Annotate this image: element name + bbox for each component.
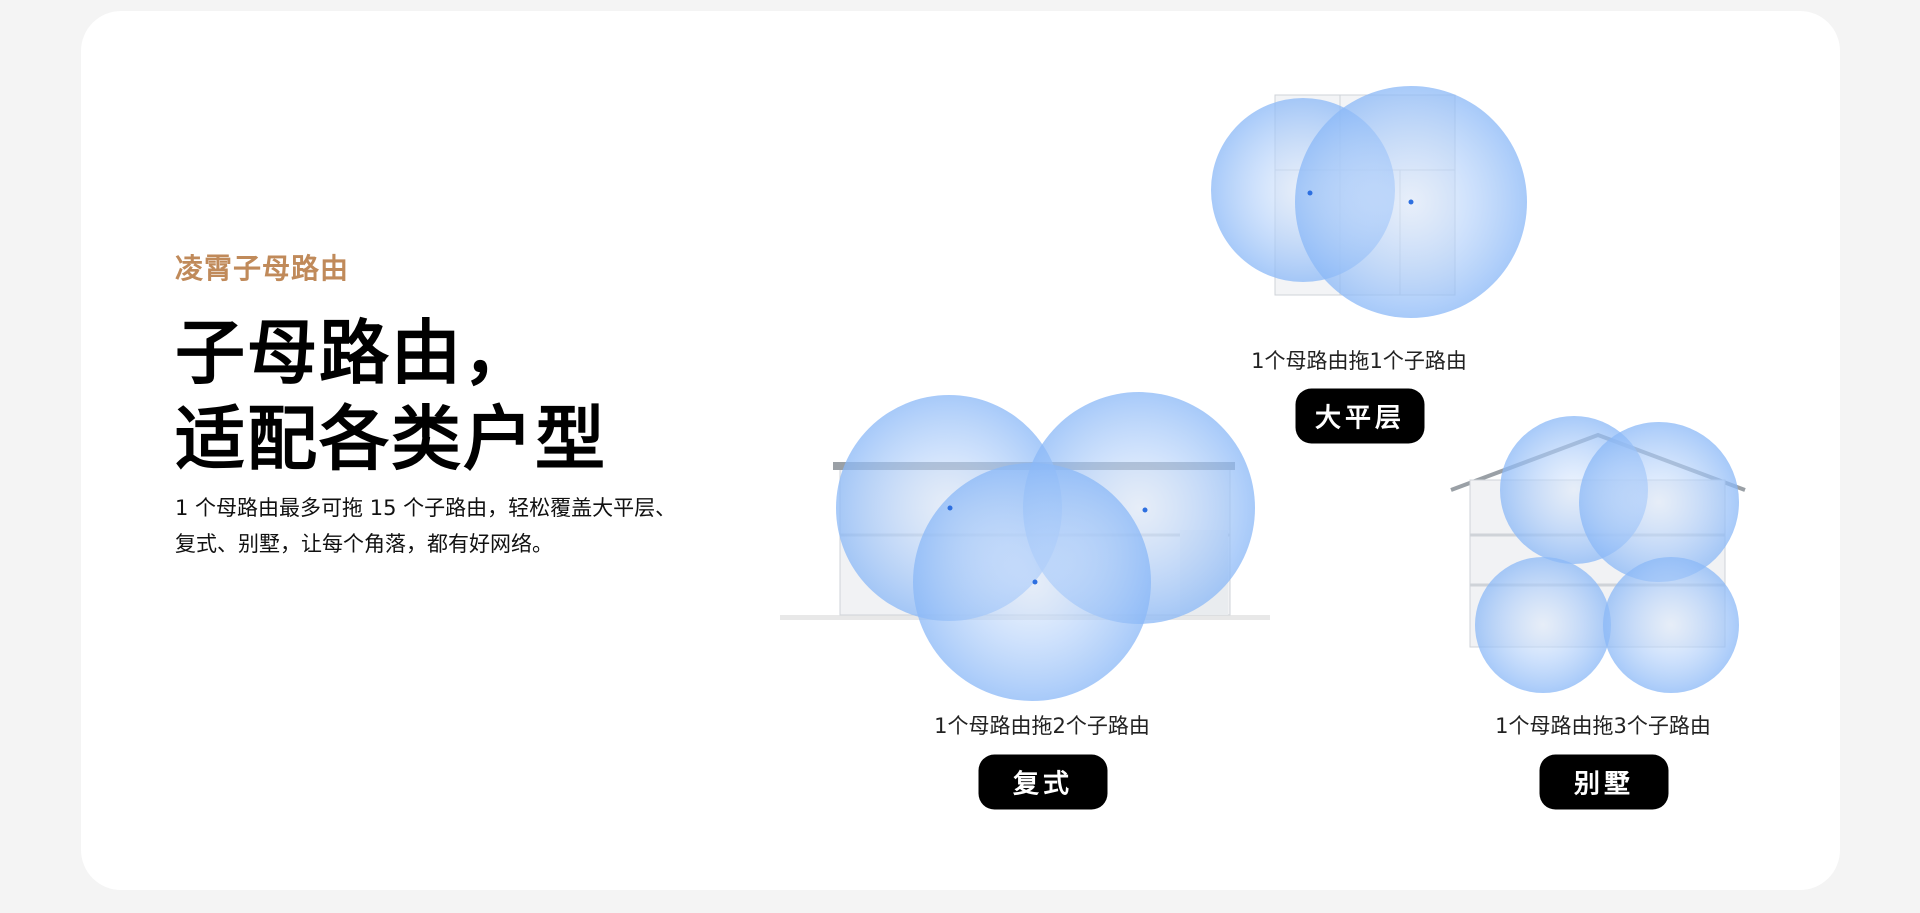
villa-house-illustration — [1450, 416, 1746, 693]
page-title: 子母路由， 适配各类户型 — [175, 310, 607, 482]
villa-caption: 1个母路由拖3个子路由 — [1495, 714, 1711, 738]
title-line-1: 子母路由， — [175, 312, 535, 394]
coverage-circle — [1603, 557, 1739, 693]
duplex-caption: 1个母路由拖2个子路由 — [934, 714, 1150, 738]
coverage-circle — [913, 463, 1151, 701]
coverage-circle — [1475, 557, 1611, 693]
flat-label-pill: 大平层 — [1295, 388, 1425, 444]
title-line-2: 适配各类户型 — [175, 398, 607, 480]
duplex-label-pill: 复式 — [978, 754, 1108, 810]
eyebrow-label: 凌霄子母路由 — [175, 252, 350, 285]
villa-label-pill: 别墅 — [1539, 754, 1669, 810]
duplex-house-illustration — [780, 392, 1270, 701]
flat-caption: 1个母路由拖1个子路由 — [1251, 349, 1467, 373]
coverage-circle — [1579, 422, 1739, 582]
flat-floorplan-illustration — [1211, 86, 1527, 318]
description-text: 1 个母路由最多可拖 15 个子路由，轻松覆盖大平层、复式、别墅，让每个角落，都… — [175, 496, 677, 556]
